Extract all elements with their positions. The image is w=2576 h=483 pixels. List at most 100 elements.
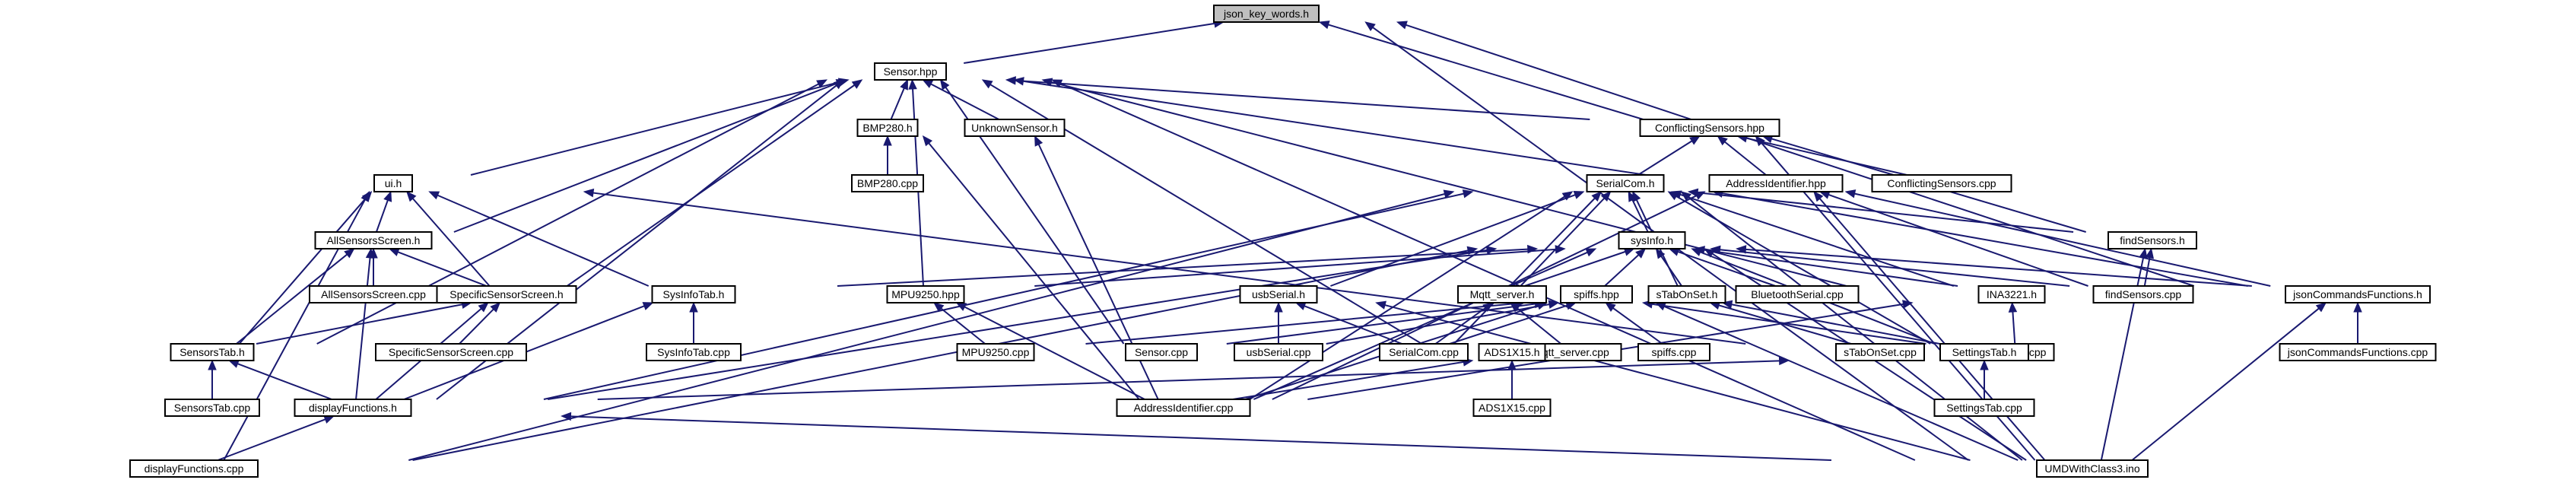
- edge-arrowhead: [1813, 191, 1824, 202]
- node-label: sTabOnSet.h: [1656, 288, 1718, 300]
- node-bluetoothserial-cpp[interactable]: BluetoothSerial.cpp: [1735, 285, 1860, 303]
- edge-arrowhead: [1051, 79, 1063, 88]
- node-box: [2092, 285, 2194, 303]
- node-mqtt-server-h[interactable]: Mqtt_server.h: [1457, 285, 1547, 303]
- edge-arrowhead: [1585, 248, 1597, 257]
- node-mpu9250-cpp[interactable]: MPU9250.cpp: [956, 343, 1035, 361]
- edge-arrowhead: [344, 248, 355, 259]
- edge-addressidentifier-cpp-to-ads1x15-h: [1232, 361, 1464, 400]
- node-specificsensorscreen-cpp[interactable]: SpecificSensorScreen.cpp: [375, 343, 527, 361]
- node-box: [1478, 343, 1546, 361]
- node-box: [1125, 343, 1198, 361]
- node-box: [1213, 5, 1320, 23]
- node-box: [1708, 174, 1844, 192]
- node-settingstab-cpp[interactable]: SettingsTab.cpp: [1933, 399, 2035, 417]
- node-spiffs-cpp[interactable]: spiffs.cpp: [1637, 343, 1710, 361]
- edge-arrowhead: [2315, 302, 2327, 313]
- node-stabonset-h[interactable]: sTabOnSet.h: [1647, 285, 1726, 303]
- edge-arrowhead: [1041, 78, 1053, 87]
- node-allsensorsscreen-cpp[interactable]: AllSensorsScreen.cpp: [309, 285, 438, 303]
- node-box: [375, 343, 527, 361]
- edge-arrowhead: [1375, 300, 1386, 310]
- node-addressidentifier-hpp[interactable]: AddressIdentifier.hpp: [1708, 174, 1844, 192]
- node-label: ADS1X15.cpp: [1479, 402, 1545, 414]
- edge-mqtt-server-h-to-sysinfo-h: [1524, 250, 1626, 287]
- edge-addressidentifier-cpp-to-sysinfo-h: [1253, 251, 1588, 400]
- node-box: [1472, 399, 1552, 417]
- edge-arrowhead: [388, 248, 400, 256]
- node-sensorstab-cpp[interactable]: SensorsTab.cpp: [164, 399, 260, 417]
- node-bmp280-cpp[interactable]: BMP280.cpp: [851, 174, 924, 192]
- node-label: displayFunctions.cpp: [145, 462, 244, 475]
- node-label: Mqtt_server.cpp: [1533, 346, 1609, 358]
- node-sensorstab-h[interactable]: SensorsTab.h: [170, 343, 255, 361]
- node-label: AllSensorsScreen.h: [327, 234, 421, 246]
- node-box: [294, 399, 412, 417]
- node-label: Mqtt_server.h: [1470, 288, 1535, 300]
- edge-arrowhead: [908, 78, 917, 90]
- node-jsoncommandsfunctions-cpp[interactable]: jsonCommandsFunctions.cpp: [2279, 343, 2437, 361]
- edge-mpu9250-cpp-to-mpu9250-hpp: [940, 307, 986, 345]
- edge-arrowhead: [1364, 21, 1376, 31]
- node-conflictingsensors-hpp[interactable]: ConflictingSensors.hpp: [1639, 119, 1780, 137]
- edge-ui-h-to-sensor-hpp: [470, 81, 840, 176]
- node-label: usbSerial.cpp: [1247, 346, 1311, 358]
- node-serialcom-h[interactable]: SerialCom.h: [1586, 174, 1665, 192]
- node-ui-h[interactable]: ui.h: [373, 174, 413, 192]
- node-bmp280-h[interactable]: BMP280.h: [856, 119, 919, 137]
- node-box: [1116, 399, 1251, 417]
- edge-specificsensorscreen-h-to-allsensorsscreen-h: [397, 251, 488, 287]
- node-serialcom-cpp[interactable]: SerialCom.cpp: [1379, 343, 1469, 361]
- node-sysinfo-h[interactable]: sysInfo.h: [1618, 231, 1686, 249]
- node-box: [2285, 285, 2431, 303]
- node-usbserial-h[interactable]: usbSerial.h: [1239, 285, 1318, 303]
- edge-displayfunctions-h-to-sysinfo-h: [548, 249, 1488, 400]
- node-jsoncommandsfunctions-h[interactable]: jsonCommandsFunctions.h: [2285, 285, 2431, 303]
- edge-arrowhead: [1844, 189, 1857, 199]
- node-allsensorsscreen-h[interactable]: AllSensorsScreen.h: [314, 231, 433, 249]
- node-label: AllSensorsScreen.cpp: [321, 288, 426, 300]
- edge-sensorstab-h-to-ui-h: [238, 198, 367, 345]
- node-umdwithclass3-ino[interactable]: UMDWithClass3.ino: [2036, 459, 2149, 478]
- node-conflictingsensors-cpp[interactable]: ConflictingSensors.cpp: [1871, 174, 2012, 192]
- node-stabonset-cpp[interactable]: sTabOnSet.cpp: [1835, 343, 1925, 361]
- edge-arrowhead: [922, 135, 933, 147]
- edge-arrowhead: [1736, 245, 1747, 254]
- edge-arrowhead: [1600, 191, 1612, 202]
- node-displayfunctions-h[interactable]: displayFunctions.h: [294, 399, 412, 417]
- edge-arrowhead: [208, 359, 217, 370]
- edge-sensorstab-h-to-allsensorsscreen-h: [236, 253, 348, 345]
- node-unknownsensor-h[interactable]: UnknownSensor.h: [964, 119, 1066, 137]
- edge-arrowhead: [561, 412, 572, 421]
- node-findsensors-h[interactable]: findSensors.h: [2107, 231, 2197, 249]
- node-box: [1639, 119, 1780, 137]
- node-displayfunctions-cpp[interactable]: displayFunctions.cpp: [129, 459, 259, 478]
- edge-arrowhead: [1655, 302, 1666, 311]
- edge-settingstab-h-to-spiffs-hpp: [1651, 303, 1926, 345]
- node-addressidentifier-cpp[interactable]: AddressIdentifier.cpp: [1116, 399, 1251, 417]
- node-usbserial-cpp[interactable]: usbSerial.cpp: [1234, 343, 1323, 361]
- node-settingstab-h[interactable]: SettingsTab.h: [1939, 343, 2029, 361]
- node-specificsensorscreen-h[interactable]: SpecificSensorScreen.h: [436, 285, 577, 303]
- node-label: findSensors.cpp: [2105, 288, 2182, 300]
- node-sysinfotab-cpp[interactable]: SysInfoTab.cpp: [646, 343, 742, 361]
- edge-specificsensorscreen-h-to-ui-h: [412, 198, 491, 287]
- node-mpu9250-hpp[interactable]: MPU9250.hpp: [886, 285, 965, 303]
- node-box: [1647, 285, 1726, 303]
- node-label: MPU9250.hpp: [891, 288, 960, 300]
- edge-stabonset-h-to-sysinfo-h: [1660, 256, 1682, 287]
- node-mqtt-server-cpp[interactable]: Mqtt_server.cpp: [1520, 343, 1622, 361]
- node-sensor-cpp[interactable]: Sensor.cpp: [1125, 343, 1198, 361]
- edge-arrowhead: [406, 191, 417, 202]
- node-sensor-hpp[interactable]: Sensor.hpp: [874, 62, 947, 81]
- node-ads1x15-h[interactable]: ADS1X15.h: [1478, 343, 1546, 361]
- node-spiffs-hpp[interactable]: spiffs.hpp: [1560, 285, 1633, 303]
- edge-arrowhead: [1573, 190, 1585, 199]
- node-json-key-words-h[interactable]: json_key_words.h: [1213, 5, 1320, 23]
- node-ads1x15-cpp[interactable]: ADS1X15.cpp: [1472, 399, 1552, 417]
- node-findsensors-cpp[interactable]: findSensors.cpp: [2092, 285, 2194, 303]
- node-ina3221-h[interactable]: INA3221.h: [1977, 285, 2046, 303]
- edge-displayfunctions-h-to-sensorstab-h: [237, 363, 332, 400]
- node-sysinfotab-h[interactable]: SysInfoTab.h: [651, 285, 736, 303]
- edge-arrowhead: [689, 301, 698, 313]
